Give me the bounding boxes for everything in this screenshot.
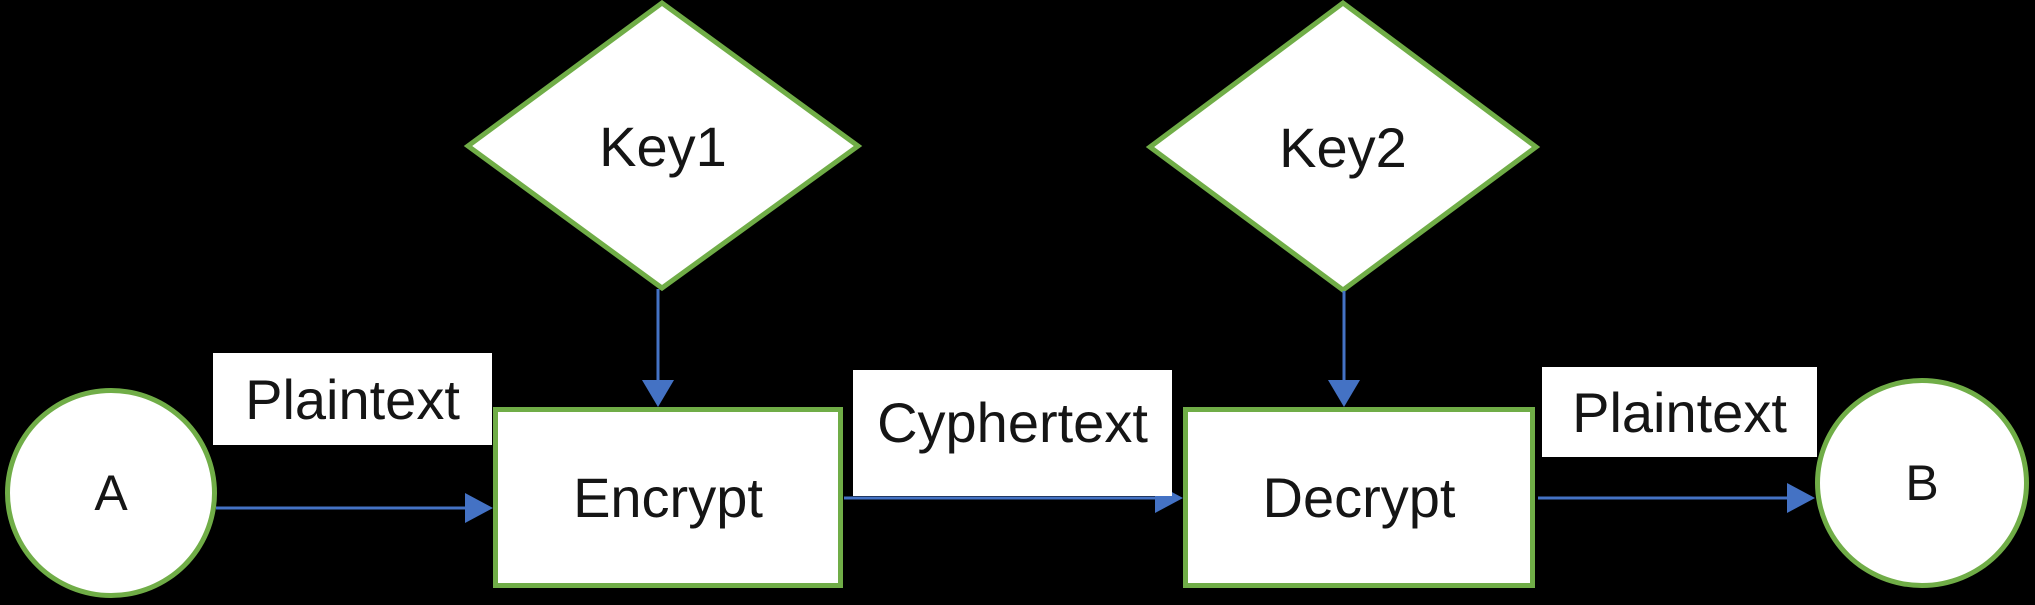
arrowhead-down-icon xyxy=(642,380,674,407)
edge-label-text: Plaintext xyxy=(245,367,460,431)
arrowhead-right-icon xyxy=(465,493,493,523)
connector-key2-decrypt xyxy=(1328,291,1360,407)
key2-diamond-shape[interactable] xyxy=(1145,0,1541,294)
arrowhead-right-icon xyxy=(1787,483,1815,513)
node-b-label: B xyxy=(1905,455,1939,511)
edge-label-cyphertext[interactable]: Cyphertext xyxy=(853,370,1172,496)
node-decrypt-box[interactable]: Decrypt xyxy=(1183,407,1535,588)
connector-key1-encrypt xyxy=(642,289,674,407)
arrowhead-down-icon xyxy=(1328,380,1360,407)
node-a-circle[interactable]: A xyxy=(5,388,217,598)
node-encrypt-box[interactable]: Encrypt xyxy=(493,407,843,588)
node-decrypt-label: Decrypt xyxy=(1262,466,1456,529)
node-a-label: A xyxy=(94,465,128,521)
node-b-circle[interactable]: B xyxy=(1815,378,2029,588)
edge-label-plaintext-out[interactable]: Plaintext xyxy=(1542,367,1817,457)
node-encrypt-label: Encrypt xyxy=(573,466,763,529)
edge-label-plaintext-in[interactable]: Plaintext xyxy=(213,353,492,445)
connector-decrypt-b xyxy=(1538,483,1815,513)
connector-a-encrypt xyxy=(216,493,493,523)
edge-label-text: Cyphertext xyxy=(877,390,1148,454)
edge-label-text: Plaintext xyxy=(1572,380,1787,444)
key1-diamond-shape[interactable] xyxy=(463,0,863,292)
